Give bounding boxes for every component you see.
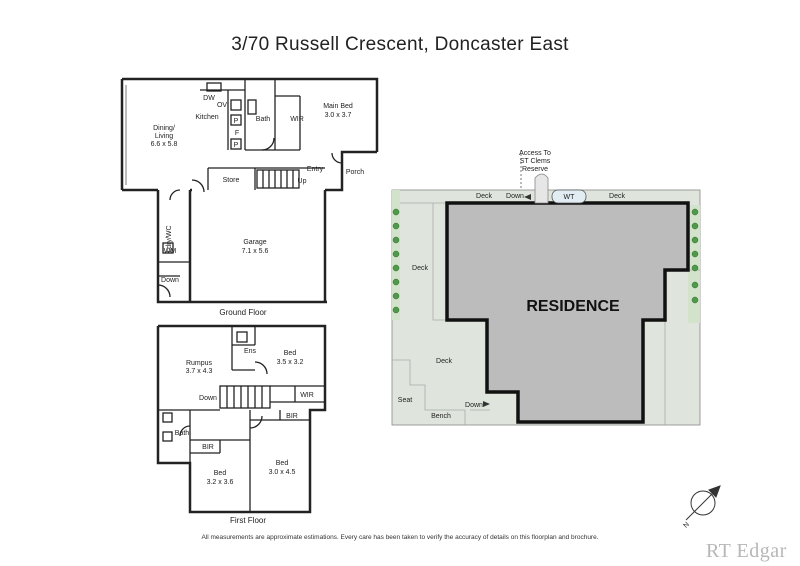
first-floor-interior [158, 326, 325, 512]
access-label-2: ST Clems [520, 158, 551, 165]
bench-label: Bench [431, 413, 451, 420]
disclaimer-text: All measurements are approximate estimat… [201, 534, 599, 541]
main-bed-label: Main Bed [323, 103, 353, 110]
compass-icon: N [682, 485, 721, 530]
first-floor-plan [156, 324, 327, 514]
down-top-label: Down [506, 193, 524, 200]
bed3-size: 3.0 x 4.5 [269, 469, 296, 476]
access-label-1: Access To [519, 150, 551, 157]
residence-footprint [445, 201, 690, 424]
laundry-label: Ldry/WC [166, 225, 173, 252]
dining-label: Dining/ [153, 125, 175, 132]
page-title: 3/70 Russell Crescent, Doncaster East [231, 34, 569, 55]
deck-top-right-label: Deck [609, 193, 625, 200]
wir-label: WIR [290, 116, 304, 123]
deck-bottom-label: Deck [436, 358, 452, 365]
ground-down-label: Down [161, 277, 179, 284]
ground-floor-interior [125, 79, 343, 298]
rumpus-size: 3.7 x 4.3 [186, 368, 213, 375]
deck-left-label: Deck [412, 265, 428, 272]
ground-floor-title: Ground Floor [219, 308, 266, 317]
bed3-label: Bed [276, 460, 289, 467]
down-arrow-bottom-icon [483, 401, 490, 407]
ov-label: OV [217, 102, 227, 109]
first-floor-labels: Rumpus 3.7 x 4.3 Ens Bed 3.5 x 3.2 WIR D… [175, 348, 314, 525]
bed1-size: 3.5 x 3.2 [277, 359, 304, 366]
first-bath-label: Bath [175, 430, 190, 437]
dining-size: 6.6 x 5.8 [151, 141, 178, 148]
first-floor-title: First Floor [230, 516, 266, 525]
bir1-label: BIR [286, 413, 298, 420]
rumpus-label: Rumpus [186, 360, 213, 367]
first-down-label: Down [199, 395, 217, 402]
bed2-label: Bed [214, 470, 227, 477]
access-label-3: Reserve [522, 166, 548, 173]
site-plan: Access To ST Clems Reserve Deck Down WT … [391, 150, 701, 426]
hedge-right [691, 208, 699, 304]
store-label: Store [223, 177, 240, 184]
garage-size: 7.1 x 5.6 [242, 248, 269, 255]
hedge-left [392, 208, 400, 314]
ensuite-label: Ens [244, 348, 257, 355]
seat-label: Seat [398, 397, 412, 404]
wm-label: WM [164, 248, 177, 255]
bed2-size: 3.2 x 3.6 [207, 479, 234, 486]
compass-north-label: N [682, 521, 691, 530]
dw-label: DW [203, 95, 215, 102]
brand-logo: RT Edgar [706, 540, 787, 562]
bed1-label: Bed [284, 350, 297, 357]
entry-label: Entry [307, 166, 324, 173]
down-arrow-top-icon [524, 194, 531, 200]
down-bottom-label: Down [465, 402, 483, 409]
pantry-label-2: P [234, 142, 239, 149]
ground-floor-plan [120, 77, 379, 304]
main-bed-size: 3.0 x 3.7 [325, 112, 352, 119]
water-tank [551, 189, 587, 204]
water-tank-label: WT [564, 194, 576, 201]
residence-label: RESIDENCE [526, 298, 620, 315]
first-wir-label: WIR [300, 392, 314, 399]
porch-label: Porch [346, 169, 364, 176]
fridge-label: F [235, 130, 239, 137]
living-label: Living [155, 133, 173, 140]
ground-floor-labels: DW OV Kitchen P P F Bath WIR Main Bed 3.… [151, 95, 365, 317]
deck-top-left-label: Deck [476, 193, 492, 200]
bath-label: Bath [256, 116, 271, 123]
pantry-label-1: P [234, 118, 239, 125]
kitchen-label: Kitchen [195, 114, 218, 121]
garage-label: Garage [243, 239, 266, 246]
bir2-label: BIR [202, 444, 214, 451]
up-label: Up [298, 178, 307, 185]
